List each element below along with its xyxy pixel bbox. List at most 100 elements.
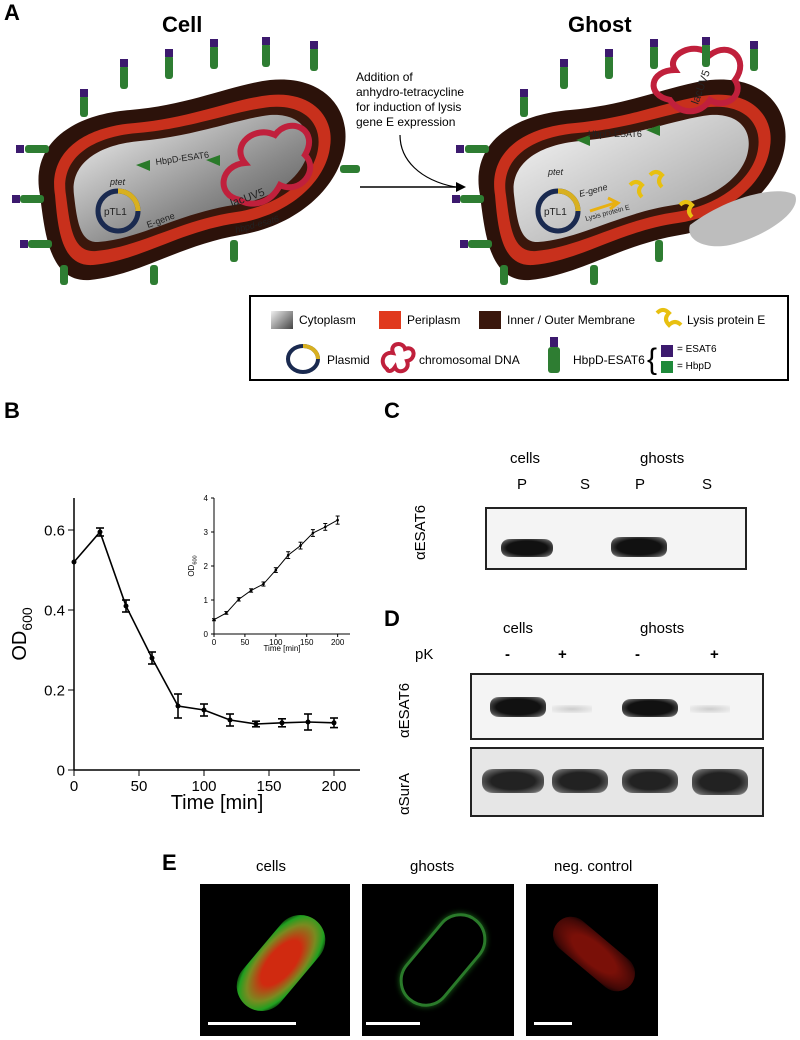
panel-b-letter: B [4,398,20,423]
legend-plasmid-icon [286,344,320,374]
inset-data-point [286,553,290,557]
cell-chromosomal-dna [220,122,314,207]
e-image-cells [200,884,350,1036]
d-sura-band-2 [552,769,608,793]
c-group-cells: cells [510,450,541,467]
legend-chromosomal-label: chromosomal DNA [419,353,520,367]
main-data-point [201,707,207,713]
arrow-text-line-1: Addition of [356,70,413,84]
main-y-axis-label-subscript: 600 [19,607,35,631]
inset-data-point [249,589,253,592]
main-data-point [175,703,181,709]
e-title-neg: neg. control [554,858,633,875]
legend-fusion-label: HbpD-ESAT6 [573,353,645,367]
e-image-neg [526,884,658,1036]
inset-x-tick-label: 0 [212,638,217,647]
e-title-ghosts: ghosts [410,858,455,875]
d-pk-2: + [558,646,567,663]
inset-data-point [212,618,216,622]
arrow-annotation: Addition of anhydro-tetracycline for ind… [356,70,464,130]
inset-y-tick-label: 4 [204,494,209,503]
e-scalebar-ghosts [366,1022,420,1025]
legend-box: Cytoplasm Periplasm Inner / Outer Membra… [249,295,789,381]
panel-c-letter: C [384,398,400,423]
ghost-promoter-label: ptet [547,167,564,177]
panel-e-letter: E [162,850,177,875]
ghost-plasmid-label: pTL1 [544,207,567,218]
legend-periplasm-swatch [379,311,401,329]
legend-esat6-swatch [661,345,673,357]
inset-data-point [299,544,302,547]
main-series-line [73,530,335,725]
d-antibody1-label: αESAT6 [396,682,413,738]
legend-lysis-icon [655,308,683,328]
e-image-ghosts [362,884,514,1036]
inset-x-tick-label: 200 [331,638,345,647]
inset-x-tick-label: 50 [240,638,249,647]
main-data-point [71,559,77,565]
legend-chromosomal-icon [380,342,416,374]
induction-arrow [360,135,466,192]
c-blot [485,507,747,570]
ghost-title: Ghost [568,12,632,37]
inset-y-tick-label: 0 [204,630,209,639]
legend-cytoplasm-label: Cytoplasm [299,313,356,327]
d-sura-band-3 [622,769,678,793]
ghost-illustration: pTL1 ptet E-gene Lysis protein E lacUV5 … [452,37,796,285]
main-y-tick-label: 0 [57,762,65,779]
main-x-tick-label: 150 [256,778,281,795]
legend-hbpd-label: = HbpD [677,361,712,372]
panel-a-letter: A [4,0,20,25]
c-band-1 [501,539,553,557]
arrow-text-line-3: for induction of lysis [356,100,462,114]
arrow-text-line-2: anhydro-tetracycline [356,85,465,99]
main-data-point [227,717,233,723]
cell-illustration: pTL1 ptet E-gene lacUV5 hbpd-esat6 HbpD-… [12,37,360,285]
cell-promoter-label: ptet [109,177,126,187]
panel-d-letter: D [384,606,400,631]
legend-fusion-icon [548,337,560,373]
c-group-ghosts: ghosts [640,450,685,467]
cell-surface-proteins [20,43,360,285]
main-y-tick-label: 0.2 [44,682,65,699]
d-band-2 [552,705,592,713]
main-y-axis-label: OD600 [9,607,35,661]
inset-data-point [323,525,327,529]
d-pk-3: - [635,646,640,663]
d-antibody2-label: αSurA [396,772,413,815]
main-y-tick-label: 0.4 [44,602,65,619]
main-x-tick-label: 50 [131,778,148,795]
main-data-point [305,719,311,725]
main-y-tick-label: 0.6 [44,522,65,539]
main-data-point [279,720,285,726]
legend-lysis-label: Lysis protein E [687,313,766,327]
inset-x-tick-label: 150 [300,638,314,647]
legend-brace: { [647,343,658,376]
c-lane-4: S [702,476,713,493]
e-scalebar-cells [208,1022,296,1025]
inset-y-tick-label: 2 [204,562,209,571]
main-x-axis-label: Time [min] [171,792,264,814]
cell-plasmid-label: pTL1 [104,207,127,218]
legend-membrane-label: Inner / Outer Membrane [507,313,636,327]
d-pk-1: - [505,646,510,663]
inset-y-tick-label: 1 [204,596,209,605]
main-x-tick-label: 100 [191,778,216,795]
c-lane-1: P [517,476,528,493]
inset-x-tick-label: 100 [269,638,283,647]
main-x-tick-label: 0 [70,778,78,795]
main-x-tick-label: 200 [321,778,346,795]
legend-hbpd-swatch [661,361,673,373]
d-band-3 [622,699,678,717]
d-pk-4: + [710,646,719,663]
ghost-leaking-cytoplasm [689,191,796,247]
inset-data-point [237,598,241,601]
arrow-text-line-4: gene E expression [356,115,456,129]
c-antibody-label: αESAT6 [412,504,429,560]
d-band-1 [490,697,546,717]
inset-data-point [262,582,265,586]
inset-x-axis-label: Time [min] [263,644,300,653]
e-title-cells: cells [256,858,287,875]
legend-periplasm-label: Periplasm [407,313,461,327]
